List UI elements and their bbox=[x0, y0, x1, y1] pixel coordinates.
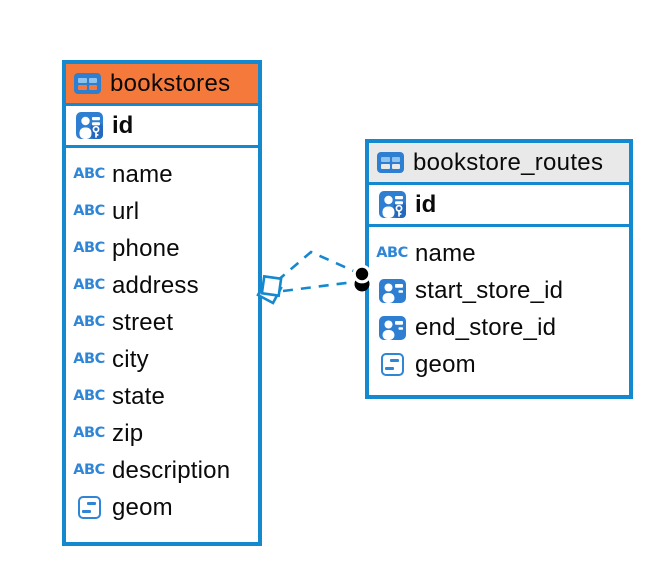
primary-key-icon bbox=[74, 112, 104, 139]
column-label: street bbox=[112, 308, 174, 336]
text-column-icon: ABC bbox=[73, 388, 105, 405]
column-label: name bbox=[112, 160, 173, 188]
text-column-icon: ABC bbox=[73, 425, 105, 442]
column-row[interactable]: ABC description bbox=[66, 452, 258, 489]
foreign-key-column-icon bbox=[377, 278, 407, 303]
text-column-icon: ABC bbox=[73, 166, 105, 183]
primary-key-label: id bbox=[112, 111, 134, 139]
column-label: url bbox=[112, 197, 140, 225]
column-row[interactable]: ABC phone bbox=[66, 230, 258, 267]
column-label: geom bbox=[415, 350, 476, 378]
column-row[interactable]: ABC name bbox=[369, 235, 629, 272]
text-column-icon: ABC bbox=[376, 245, 408, 262]
primary-key-label: id bbox=[415, 190, 437, 218]
relationship-source-diamond[interactable] bbox=[260, 274, 283, 298]
column-label: description bbox=[112, 456, 231, 484]
primary-key-row[interactable]: id bbox=[369, 185, 629, 227]
column-row[interactable]: geom bbox=[369, 346, 629, 383]
geometry-column-icon bbox=[377, 353, 407, 376]
column-label: city bbox=[112, 345, 149, 373]
column-row[interactable]: ABC city bbox=[66, 341, 258, 378]
column-row[interactable]: end_store_id bbox=[369, 309, 629, 346]
column-row[interactable]: ABC street bbox=[66, 304, 258, 341]
column-label: zip bbox=[112, 419, 144, 447]
column-label: end_store_id bbox=[415, 313, 557, 341]
text-column-icon: ABC bbox=[73, 462, 105, 479]
column-list: ABC name start_store_id bbox=[369, 227, 629, 393]
column-row[interactable]: ABC zip bbox=[66, 415, 258, 452]
relationship-line[interactable] bbox=[276, 250, 357, 282]
column-label: phone bbox=[112, 234, 180, 262]
table-header-bookstore-routes[interactable]: bookstore_routes bbox=[369, 143, 629, 185]
column-label: name bbox=[415, 239, 476, 267]
table-title: bookstores bbox=[110, 69, 231, 97]
column-row[interactable]: ABC url bbox=[66, 193, 258, 230]
primary-key-icon bbox=[377, 191, 407, 218]
text-column-icon: ABC bbox=[73, 240, 105, 257]
column-label: state bbox=[112, 382, 166, 410]
table-node-bookstores[interactable]: bookstores id ABC name bbox=[62, 60, 262, 546]
column-label: geom bbox=[112, 493, 173, 521]
column-row[interactable]: geom bbox=[66, 489, 258, 526]
column-label: address bbox=[112, 271, 199, 299]
relationship-line[interactable] bbox=[282, 280, 355, 293]
column-row[interactable]: start_store_id bbox=[369, 272, 629, 309]
primary-key-row[interactable]: id bbox=[66, 106, 258, 148]
table-title: bookstore_routes bbox=[413, 148, 604, 176]
text-column-icon: ABC bbox=[73, 314, 105, 331]
table-icon bbox=[377, 152, 404, 173]
table-icon bbox=[74, 73, 101, 94]
geometry-column-icon bbox=[74, 496, 104, 519]
foreign-key-column-icon bbox=[377, 315, 407, 340]
column-row[interactable]: ABC state bbox=[66, 378, 258, 415]
column-list: ABC name ABC url ABC phone ABC address A… bbox=[66, 148, 258, 536]
text-column-icon: ABC bbox=[73, 351, 105, 368]
text-column-icon: ABC bbox=[73, 277, 105, 294]
table-node-bookstore-routes[interactable]: bookstore_routes id ABC name bbox=[365, 139, 633, 399]
column-label: start_store_id bbox=[415, 276, 564, 304]
table-header-bookstores[interactable]: bookstores bbox=[66, 64, 258, 106]
text-column-icon: ABC bbox=[73, 203, 105, 220]
column-row[interactable]: ABC address bbox=[66, 267, 258, 304]
column-row[interactable]: ABC name bbox=[66, 156, 258, 193]
